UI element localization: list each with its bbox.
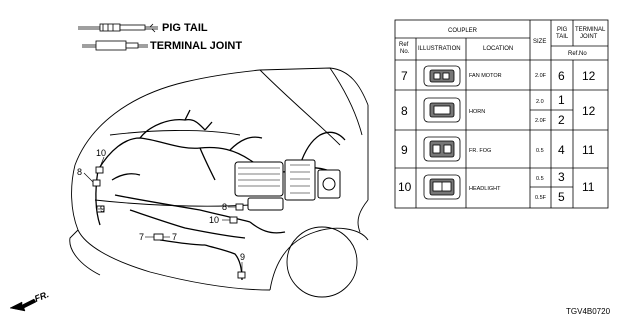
connector-illustration-icon	[423, 136, 461, 162]
diagram-code: TGV4B0720	[566, 307, 611, 316]
row-size: 2.0F	[535, 118, 547, 124]
terminal-joint-label: TERMINAL JOINT	[150, 40, 242, 52]
connector-9-bottom	[237, 271, 246, 279]
wheel-arch	[286, 226, 358, 298]
row-location: FR. FOG	[469, 148, 491, 154]
header-coupler: COUPLER	[448, 28, 478, 34]
row-terminal: 11	[582, 143, 595, 157]
row-pig-tail: 6	[558, 69, 565, 83]
callout-10-center: 10	[209, 215, 219, 225]
callout-leaders	[83, 156, 243, 272]
row-pig-tail: 3	[558, 170, 565, 184]
header-pig-tail-line2: TAIL	[556, 34, 569, 40]
row-size: 2.0	[536, 99, 544, 105]
row-pig-tail: 5	[558, 190, 565, 204]
row-size: 0.5	[536, 148, 544, 154]
callout-9-bottom: 9	[240, 252, 245, 262]
pig-tail-icon	[78, 23, 158, 33]
row-pig-tail: 2	[558, 113, 565, 127]
row-ref: 7	[401, 69, 408, 83]
connector-10-center	[229, 216, 238, 224]
row-size: 2.0F	[535, 73, 547, 79]
row-ref: 8	[401, 104, 408, 118]
header-ref-no-line1: Ref	[399, 42, 409, 48]
row-terminal: 12	[582, 69, 596, 83]
row-pig-tail: 1	[558, 93, 565, 107]
callout-8-left: 8	[77, 167, 82, 177]
connector-illustration-icon	[423, 174, 461, 200]
row-size: 0.5	[536, 176, 544, 182]
header-pig-tail-line1: PIG	[557, 27, 568, 33]
header-terminal-line1: TERMINAL	[575, 27, 606, 33]
header-size: SIZE	[533, 39, 546, 45]
engine-block	[234, 159, 341, 211]
connector-10-top	[95, 166, 104, 174]
row-pig-tail: 4	[558, 143, 565, 157]
header-ref-no-right: Ref.No	[568, 51, 587, 57]
connector-illustration-icon	[423, 97, 461, 123]
callout-8-center: 8	[222, 202, 227, 212]
table-grid	[394, 19, 609, 209]
header-ref-no-line2: No.	[400, 49, 410, 55]
pig-tail-label: PIG TAIL	[162, 22, 208, 34]
row-location: FAN MOTOR	[469, 73, 502, 79]
connector-8-center	[235, 203, 244, 211]
callouts: 10 8 9 7 7 8 10 9	[77, 148, 245, 262]
callout-7-a: 7	[139, 232, 144, 242]
front-arrow-icon	[9, 298, 37, 312]
connector-8-left	[92, 179, 101, 187]
legend: PIG TAIL TERMINAL JOINT	[78, 22, 242, 52]
terminal-joint-icon	[82, 40, 148, 51]
callout-10-top: 10	[96, 148, 106, 158]
row-location: HORN	[469, 109, 485, 115]
callout-7-b: 7	[172, 232, 177, 242]
row-terminal: 11	[582, 180, 595, 194]
connector-illustration-icon	[423, 65, 461, 87]
row-ref: 10	[398, 180, 412, 194]
header-illustration: ILLUSTRATION	[418, 46, 461, 52]
row-location: HEADLIGHT	[469, 186, 501, 192]
callout-9-left: 9	[100, 204, 105, 214]
connector-7	[153, 233, 164, 241]
header-location: LOCATION	[483, 46, 513, 52]
row-size: 0.5F	[535, 195, 547, 201]
row-ref: 9	[401, 143, 408, 157]
row-terminal: 12	[582, 104, 596, 118]
front-label: FR.	[33, 289, 50, 304]
header-terminal-line2: JOINT	[580, 34, 598, 40]
front-direction: FR.	[9, 289, 50, 312]
coupler-table: COUPLER Ref No. ILLUSTRATION LOCATION SI…	[394, 19, 609, 209]
